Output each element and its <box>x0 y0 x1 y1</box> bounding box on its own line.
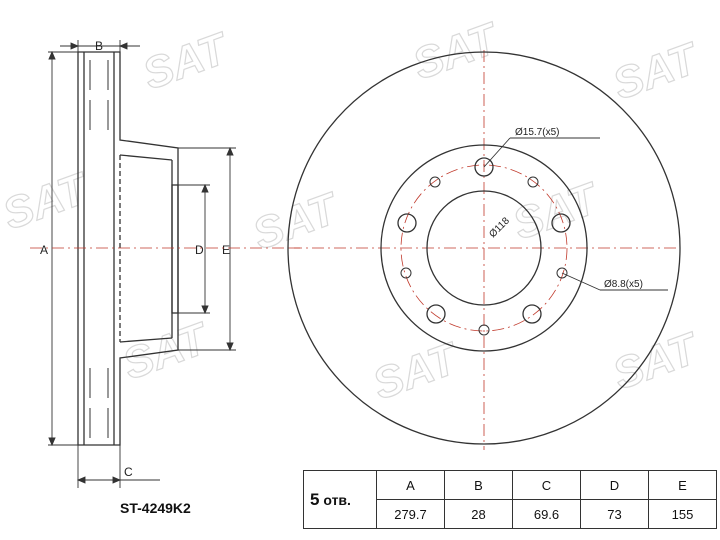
watermark-text: SAT <box>0 163 96 239</box>
center-bore-callout: Ø118 <box>487 215 512 240</box>
bolt-circle <box>400 164 568 332</box>
stud-hole-callout: Ø15.7(x5) <box>515 127 559 138</box>
watermark-text: SAT <box>507 173 606 249</box>
header-c: C <box>512 470 581 500</box>
watermark-text: SAT <box>407 13 506 89</box>
watermark-text: SAT <box>607 33 706 109</box>
watermark-text: SAT <box>137 23 236 99</box>
dimension-label-e: E <box>222 243 230 257</box>
watermark-group: SAT SAT SAT SAT SAT SAT SAT SAT SAT <box>0 13 707 410</box>
hub-bore-section <box>171 184 179 314</box>
stud-hole-leader <box>483 137 511 168</box>
small-hole-leader <box>561 272 601 291</box>
value-d: 73 <box>580 499 649 529</box>
value-e: 155 <box>648 499 717 529</box>
disc-outer-edge <box>287 51 681 445</box>
holes-count: 5 <box>310 489 320 509</box>
holes-count-cell: 5 отв. <box>303 470 377 529</box>
center-lines <box>30 50 680 450</box>
small-hole-callout: Ø8.8(x5) <box>604 279 643 290</box>
table-header-row: 5 отв. A B C D E <box>303 470 717 529</box>
part-number: ST-4249K2 <box>120 500 191 516</box>
holes-unit: отв. <box>323 491 351 508</box>
header-d: D <box>580 470 649 500</box>
side-dimensions <box>48 40 236 488</box>
value-a: 279.7 <box>376 499 445 529</box>
stud-holes <box>397 157 571 324</box>
vent-slots <box>89 60 109 438</box>
value-c: 69.6 <box>512 499 581 529</box>
dimension-label-b: B <box>95 39 103 53</box>
hat-edge <box>380 144 588 352</box>
hat-inner-top <box>119 154 173 161</box>
value-b: 28 <box>444 499 513 529</box>
header-b: B <box>444 470 513 500</box>
spec-table: 5 отв. A B C D E 279.7 28 69.6 73 155 <box>303 470 717 529</box>
table-value-row: 279.7 28 69.6 73 155 <box>304 499 717 529</box>
disc-outer-profile <box>77 51 179 446</box>
dimension-label-c: C <box>124 465 133 479</box>
header-e: E <box>648 470 717 500</box>
watermark-text: SAT <box>367 333 466 409</box>
center-bore <box>426 190 542 306</box>
hat-inner-bottom <box>119 337 173 343</box>
header-a: A <box>376 470 445 500</box>
leader-lines <box>483 137 668 291</box>
front-view <box>287 51 681 445</box>
small-holes <box>400 176 568 336</box>
side-view <box>77 51 179 446</box>
dimension-label-a: A <box>40 243 48 257</box>
dimension-label-d: D <box>195 243 204 257</box>
